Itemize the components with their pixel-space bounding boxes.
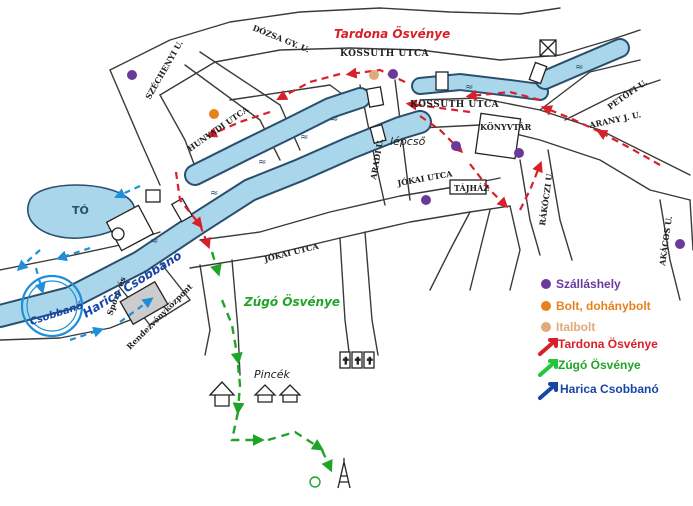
library-building (474, 112, 522, 160)
blue-arrow-icon (538, 382, 558, 400)
legend-accommodation: Szálláshely (556, 277, 621, 291)
accommodation-marker (127, 70, 137, 80)
tajhaz-building (449, 179, 487, 195)
svg-text:≈: ≈ (330, 114, 338, 125)
cemetery-icon (351, 351, 363, 369)
bridges (145, 39, 557, 223)
label-tajhaz: TÁJHÁZ (454, 183, 489, 193)
street-petofi: PETŐFI U. (605, 77, 649, 112)
legend-shop: Bolt, dohánybolt (556, 299, 651, 313)
shop-marker (209, 109, 219, 119)
svg-text:≈: ≈ (210, 188, 218, 199)
street-szechenyi: SZÉCHENYI U. (143, 38, 185, 101)
lake-label: TÓ (72, 204, 89, 217)
harica-trail (16, 184, 154, 342)
bar-marker (369, 70, 379, 80)
svg-text:✝: ✝ (354, 357, 362, 367)
legend: Szálláshely Bolt, dohánybolt Italbolt Ta… (538, 277, 659, 400)
cemetery-icon (363, 351, 375, 369)
street-jokai-low: JÓKAI UTCA (262, 241, 320, 265)
markers (127, 69, 685, 249)
label-lepcso: lépcső (390, 135, 426, 148)
cellar-icon (253, 384, 277, 403)
green-arrow-icon (538, 359, 558, 377)
street-akacos: AKÁCOS U. (657, 215, 674, 267)
orange-dot-icon (541, 301, 551, 311)
label-pincek: Pincék (254, 368, 290, 381)
svg-text:≈: ≈ (465, 82, 473, 93)
title-tardona: Tardona Ösvénye (334, 26, 450, 41)
svg-text:✝: ✝ (342, 357, 350, 367)
purple-dot-icon (541, 279, 551, 289)
label-konyvtar: KÖNYVTÁR (480, 122, 532, 132)
bridge-icon (365, 86, 385, 108)
svg-text:≈: ≈ (150, 236, 158, 247)
destination-icon (309, 476, 321, 488)
accommodation-marker (388, 69, 398, 79)
accommodation-marker (451, 141, 461, 151)
cellar-icon (278, 384, 302, 403)
zugo-trail (210, 251, 333, 473)
accommodation-marker (675, 239, 685, 249)
bridge-icon (435, 71, 449, 91)
bridge-icon (369, 123, 387, 145)
bridge-icon (528, 61, 548, 85)
svg-text:≈: ≈ (575, 62, 583, 73)
accommodation-marker (514, 148, 524, 158)
street-rakoczi: RÁKÓCZI U. (537, 171, 554, 226)
svg-text:≈: ≈ (300, 132, 308, 143)
bridge-icon (145, 189, 161, 203)
legend-zugo: Zúgó Ösvénye (558, 357, 641, 372)
red-arrow-icon (538, 338, 558, 356)
legend-tardona: Tardona Ösvénye (558, 336, 658, 351)
title-zugo: Zúgó Ösvénye (243, 294, 340, 309)
street-jokai-mid: JÓKAI UTCA (396, 168, 454, 188)
lookout-tower-icon (337, 458, 351, 489)
tan-dot-icon (541, 322, 551, 332)
tardona-trail (174, 67, 661, 250)
cemetery-icon (339, 351, 351, 369)
street-kossuth-mid: KOSSUTH UTCA (410, 100, 500, 110)
svg-text:✝: ✝ (366, 357, 374, 367)
legend-bar: Italbolt (556, 320, 595, 334)
street-arany: ARANY J. U. (587, 109, 642, 130)
accommodation-marker (421, 195, 431, 205)
svg-text:≈: ≈ (258, 157, 266, 168)
legend-harica: Harica Csobbanó (560, 382, 659, 396)
cellar-icon (208, 381, 236, 407)
street-kossuth-top: KOSSUTH UTCA (340, 49, 430, 59)
ball-icon (111, 227, 125, 241)
bridge-icon (170, 197, 194, 223)
